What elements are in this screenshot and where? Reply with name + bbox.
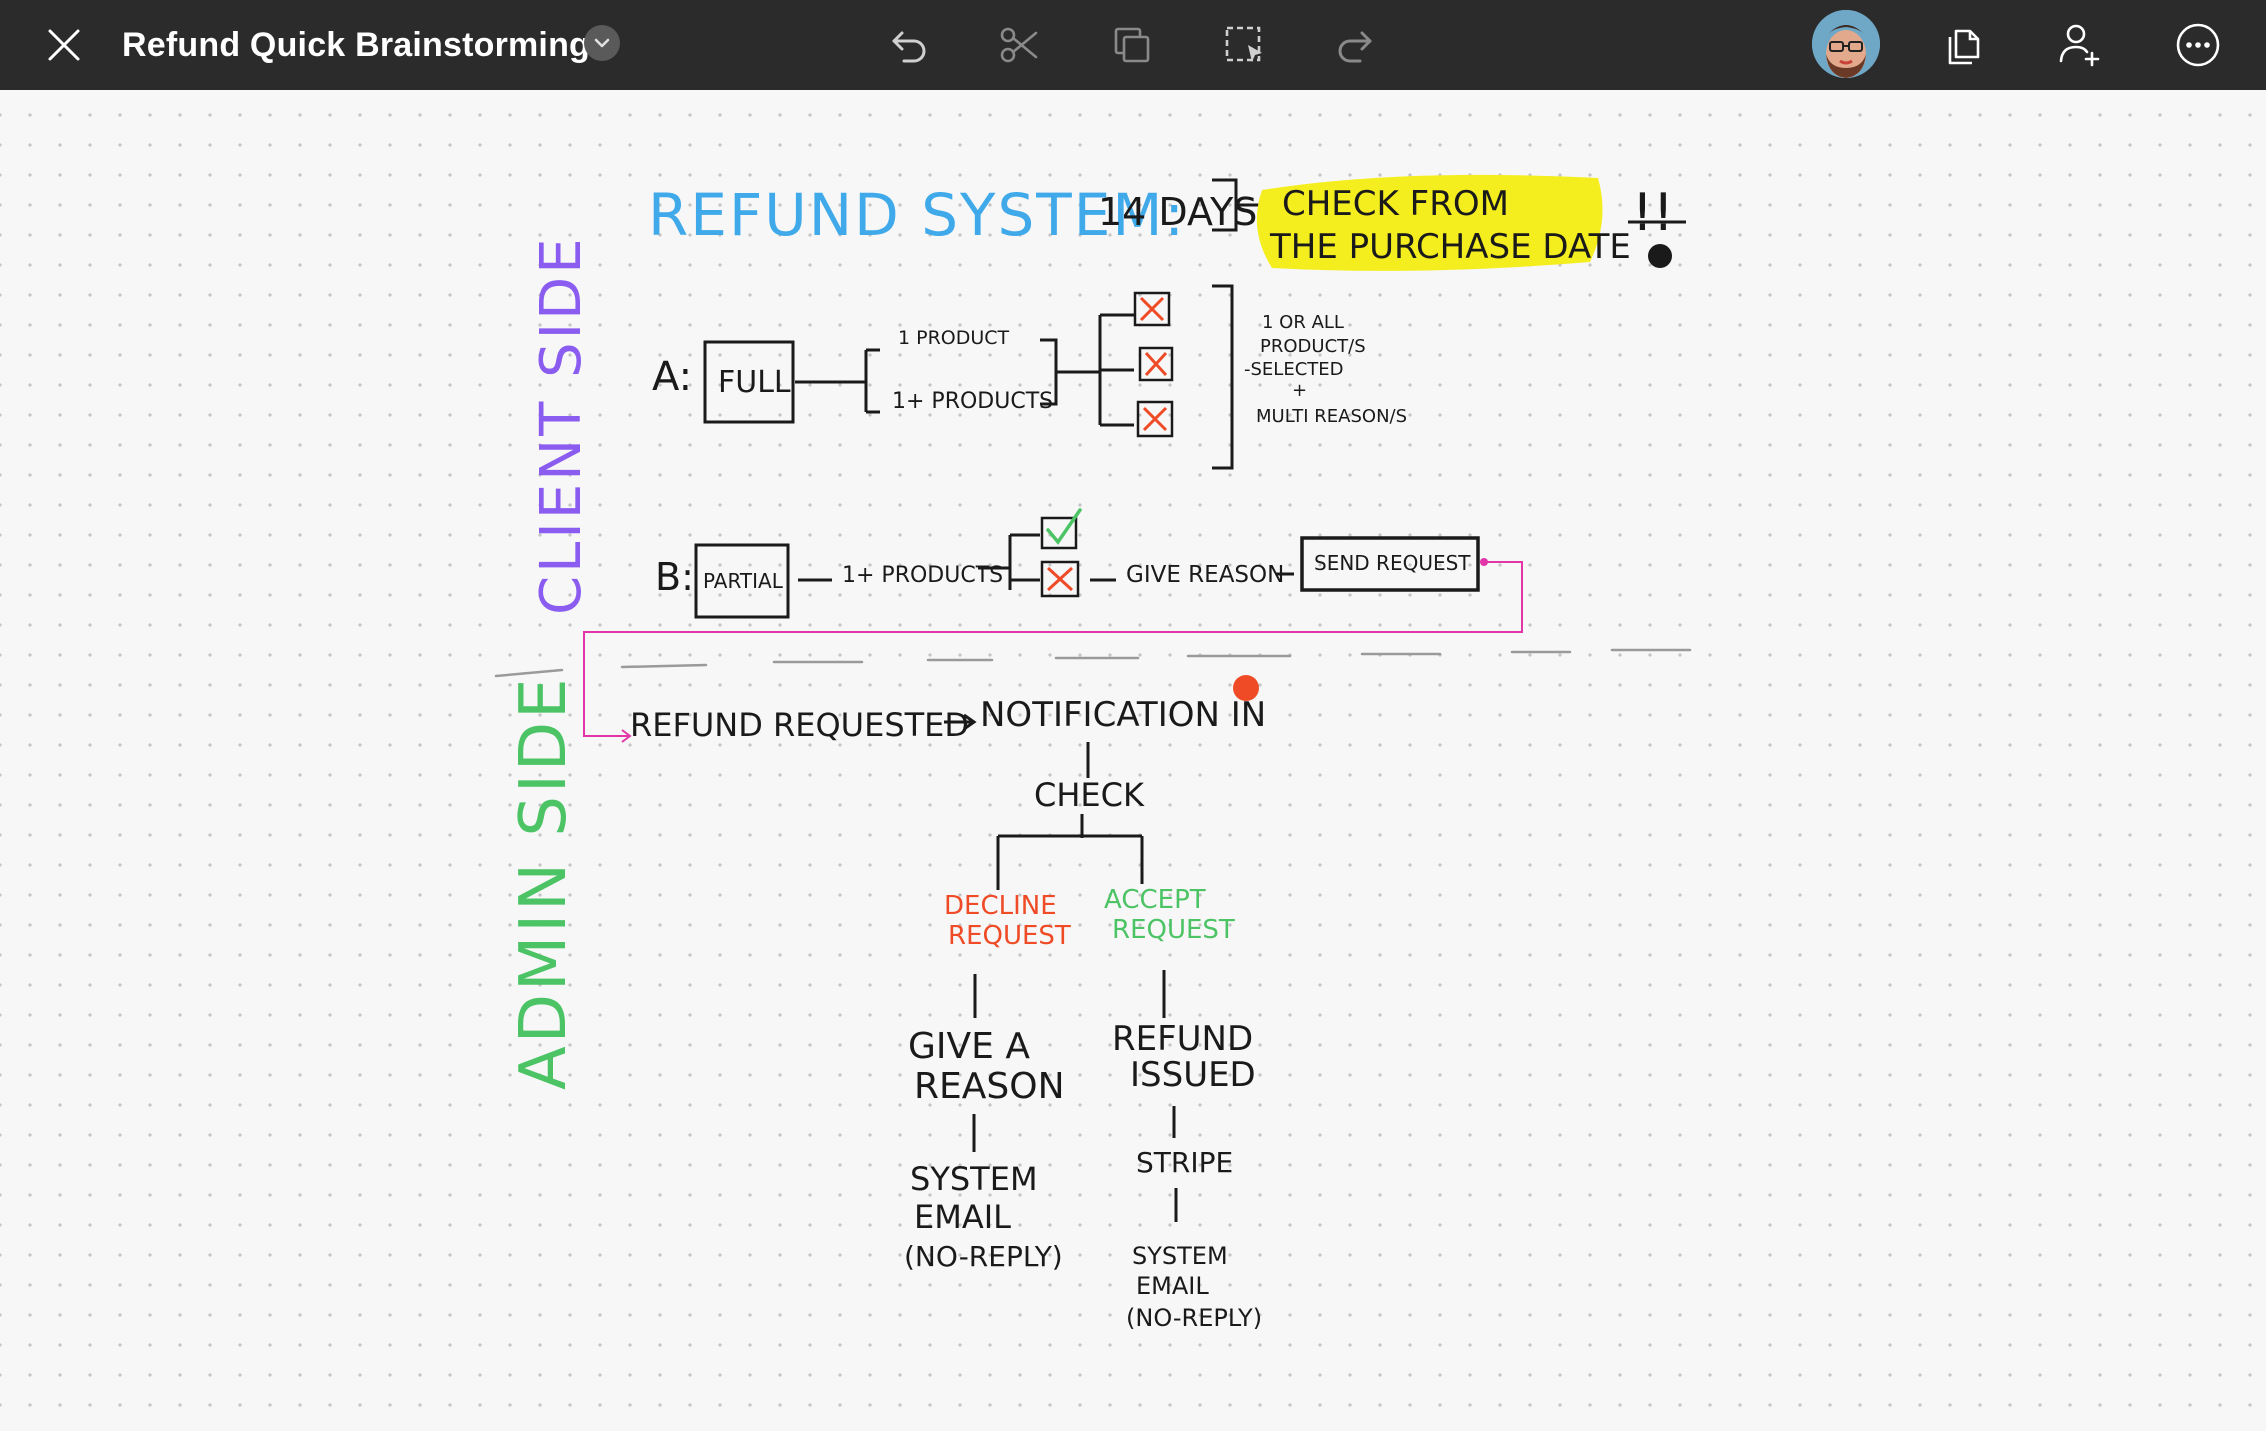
redo-button[interactable] bbox=[1316, 0, 1396, 90]
option-b-checkbox-accept bbox=[1040, 508, 1082, 550]
option-b-label: B: bbox=[655, 555, 694, 599]
admin-notification: NOTIFICATION IN bbox=[980, 695, 1266, 735]
send-request-text: SEND REQUEST bbox=[1314, 551, 1471, 575]
system-email-left-line3: (NO-REPLY) bbox=[904, 1240, 1063, 1273]
pink-connector bbox=[583, 561, 1523, 743]
cut-button[interactable] bbox=[980, 0, 1060, 90]
option-a-label: A: bbox=[652, 354, 692, 400]
add-user-button[interactable] bbox=[2040, 0, 2120, 90]
heading-check-line1: CHECK FROM bbox=[1282, 184, 1509, 224]
accept-request-line2: REQUEST bbox=[1112, 915, 1235, 945]
give-reason-line1: GIVE A bbox=[908, 1026, 1030, 1067]
option-a-note-line3: -SELECTED bbox=[1244, 359, 1344, 380]
stripe: STRIPE bbox=[1136, 1146, 1233, 1179]
client-admin-divider bbox=[494, 648, 1692, 678]
top-toolbar: Refund Quick Brainstorming bbox=[0, 0, 2266, 90]
system-email-right-line2: EMAIL bbox=[1136, 1272, 1209, 1300]
undo-button[interactable] bbox=[868, 0, 948, 90]
option-b-give-reason: GIVE REASON bbox=[1126, 562, 1284, 588]
document-title[interactable]: Refund Quick Brainstorming bbox=[122, 25, 591, 64]
arrow-to-notification bbox=[944, 713, 977, 731]
heading-title: REFUND SYSTEM: bbox=[648, 181, 1186, 249]
option-b-partial-text: PARTIAL bbox=[703, 569, 784, 593]
option-a-bracket bbox=[1040, 313, 1134, 427]
scissors-icon bbox=[1000, 27, 1038, 63]
system-email-right-line1: SYSTEM bbox=[1132, 1242, 1228, 1270]
system-email-left-line1: SYSTEM bbox=[910, 1160, 1038, 1198]
yellow-highlight bbox=[1256, 174, 1603, 271]
option-b-partial-box bbox=[694, 543, 790, 619]
avatar-portrait bbox=[1812, 10, 1880, 78]
system-email-right-line3: (NO-REPLY) bbox=[1126, 1304, 1262, 1332]
option-a-checkbox-2 bbox=[1138, 346, 1174, 382]
notification-red-dot bbox=[1233, 675, 1259, 701]
accept-request-line1: ACCEPT bbox=[1104, 885, 1206, 915]
undo-icon bbox=[892, 31, 926, 63]
option-b-bracket bbox=[978, 533, 1040, 590]
send-request-box bbox=[1300, 536, 1480, 592]
refund-issued-line1: REFUND bbox=[1112, 1019, 1253, 1059]
option-a-branch-1: 1 PRODUCT bbox=[898, 327, 1010, 349]
option-a-note-line5: MULTI REASON/S bbox=[1256, 406, 1407, 427]
option-a-note-line4: + bbox=[1292, 380, 1307, 401]
avatar[interactable] bbox=[1812, 10, 1880, 78]
option-a-note-line2: PRODUCT/S bbox=[1260, 336, 1366, 357]
pages-button[interactable] bbox=[1924, 0, 2004, 90]
refund-issued-line2: ISSUED bbox=[1130, 1055, 1256, 1095]
add-user-icon bbox=[2059, 24, 2100, 67]
copy-button[interactable] bbox=[1092, 0, 1172, 90]
option-b-products: 1+ PRODUCTS bbox=[842, 563, 1003, 588]
admin-side-label: ADMIN SIDE bbox=[507, 675, 581, 1090]
close-icon bbox=[48, 29, 80, 61]
copy-icon bbox=[1114, 27, 1150, 63]
redo-icon bbox=[1338, 31, 1372, 63]
drawing-canvas[interactable]: REFUND SYSTEM: 14 DAYS CHECK FROM THE PU… bbox=[0, 90, 2266, 1431]
chevron-down-icon bbox=[594, 38, 610, 48]
option-a-branch-2: 1+ PRODUCTS bbox=[892, 389, 1053, 414]
title-menu-button[interactable] bbox=[584, 25, 620, 61]
option-b-checkbox-decline bbox=[1040, 560, 1080, 598]
decline-request-line1: DECLINE bbox=[944, 891, 1057, 921]
system-email-left-line2: EMAIL bbox=[914, 1198, 1011, 1236]
option-a-full-text: FULL bbox=[718, 365, 791, 400]
give-reason-line2: REASON bbox=[914, 1066, 1065, 1107]
heading-days: 14 DAYS bbox=[1098, 190, 1257, 234]
option-a-note-bracket bbox=[1212, 284, 1234, 470]
pages-icon bbox=[1948, 29, 1980, 65]
client-side-label: CLIENT SIDE bbox=[529, 235, 594, 615]
lasso-select-icon bbox=[1225, 26, 1262, 62]
option-a-connectors bbox=[795, 348, 880, 414]
sketch-layer: REFUND SYSTEM: 14 DAYS CHECK FROM THE PU… bbox=[494, 174, 1692, 1332]
admin-refund-requested: REFUND REQUESTED bbox=[630, 706, 969, 744]
more-button[interactable] bbox=[2158, 0, 2238, 90]
days-bracket bbox=[1212, 178, 1262, 232]
decline-request-line2: REQUEST bbox=[948, 921, 1071, 951]
close-button[interactable] bbox=[24, 0, 104, 90]
more-icon bbox=[2176, 23, 2220, 67]
admin-check: CHECK bbox=[1034, 776, 1145, 814]
check-branches bbox=[996, 814, 1144, 890]
heading-exclaim: !! bbox=[1632, 183, 1674, 243]
option-a-note-line1: 1 OR ALL bbox=[1262, 312, 1344, 333]
option-a-checkbox-3 bbox=[1136, 400, 1174, 438]
exclaim-dot bbox=[1648, 244, 1672, 268]
option-a-full-box bbox=[703, 340, 795, 424]
heading-check-line2: THE PURCHASE DATE bbox=[1269, 227, 1631, 267]
lasso-select-button[interactable] bbox=[1204, 0, 1284, 90]
option-a-checkbox-1 bbox=[1133, 291, 1171, 327]
